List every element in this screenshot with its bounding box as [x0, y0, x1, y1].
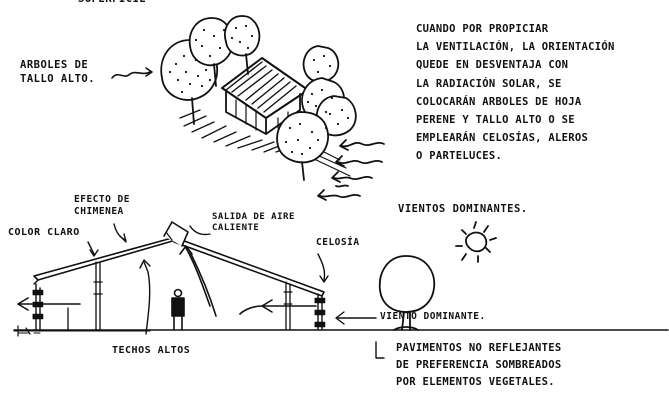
top-note-line: LA VENTILACIÓN, LA ORIENTACIÓN	[416, 41, 615, 54]
top-note-line: PERENE Y TALLO ALTO O SE	[416, 113, 575, 126]
bottom-note: PAVIMENTOS NO REFLEJANTES DE PREFERENCIA…	[396, 340, 562, 391]
prevailing-winds-label: VIENTOS DOMINANTES.	[398, 203, 528, 215]
bottom-note-line: PAVIMENTOS NO REFLEJANTES	[396, 342, 562, 354]
top-note-line: O PARTELUCES.	[416, 150, 503, 163]
chimney-effect-label: EFECTO DE CHIMENEA	[74, 194, 130, 217]
section-tree	[378, 255, 436, 331]
trees-tall	[160, 15, 357, 181]
label-leaders	[87, 223, 385, 359]
top-note-line: CUANDO POR PROPICIAR	[416, 23, 549, 35]
bottom-note-line: POR ELEMENTOS VEGETALES.	[396, 376, 555, 388]
top-note-line: EMPLEARÁN CELOSÍAS, ALEROS	[416, 132, 589, 145]
top-note-line: QUEDE EN DESVENTAJA CON	[416, 59, 569, 72]
bottom-note-line: DE PREFERENCIA SOMBREADOS	[396, 359, 562, 371]
lattice-label: CELOSÍA	[316, 237, 360, 248]
trees-label-arrow	[111, 71, 151, 79]
tall-trees-label: ARBOLES DE TALLO ALTO.	[20, 59, 96, 85]
wind-arrows-top	[317, 139, 385, 201]
high-roofs-label: TECHOS ALTOS	[112, 345, 191, 356]
building-section	[13, 221, 669, 332]
light-color-label: COLOR CLARO	[8, 227, 80, 238]
airflow-arrows	[17, 245, 317, 317]
tree-stipple	[168, 24, 350, 156]
top-note-line: LA RADIACIÓN SOLAR, SE	[416, 77, 562, 90]
top-note-line: COLOCARÁN ARBOLES DE HOJA	[416, 95, 582, 108]
header-fragment: superficie	[78, 0, 146, 5]
person-figure	[171, 288, 185, 331]
hot-air-outlet-label: SALIDA DE AIRE CALIENTE	[212, 212, 295, 233]
top-note: CUANDO POR PROPICIAR LA VENTILACIÓN, LA …	[416, 20, 615, 166]
prevailing-wind-label: VIENTO DOMINANTE.	[380, 311, 486, 322]
sun-icon	[455, 221, 497, 263]
